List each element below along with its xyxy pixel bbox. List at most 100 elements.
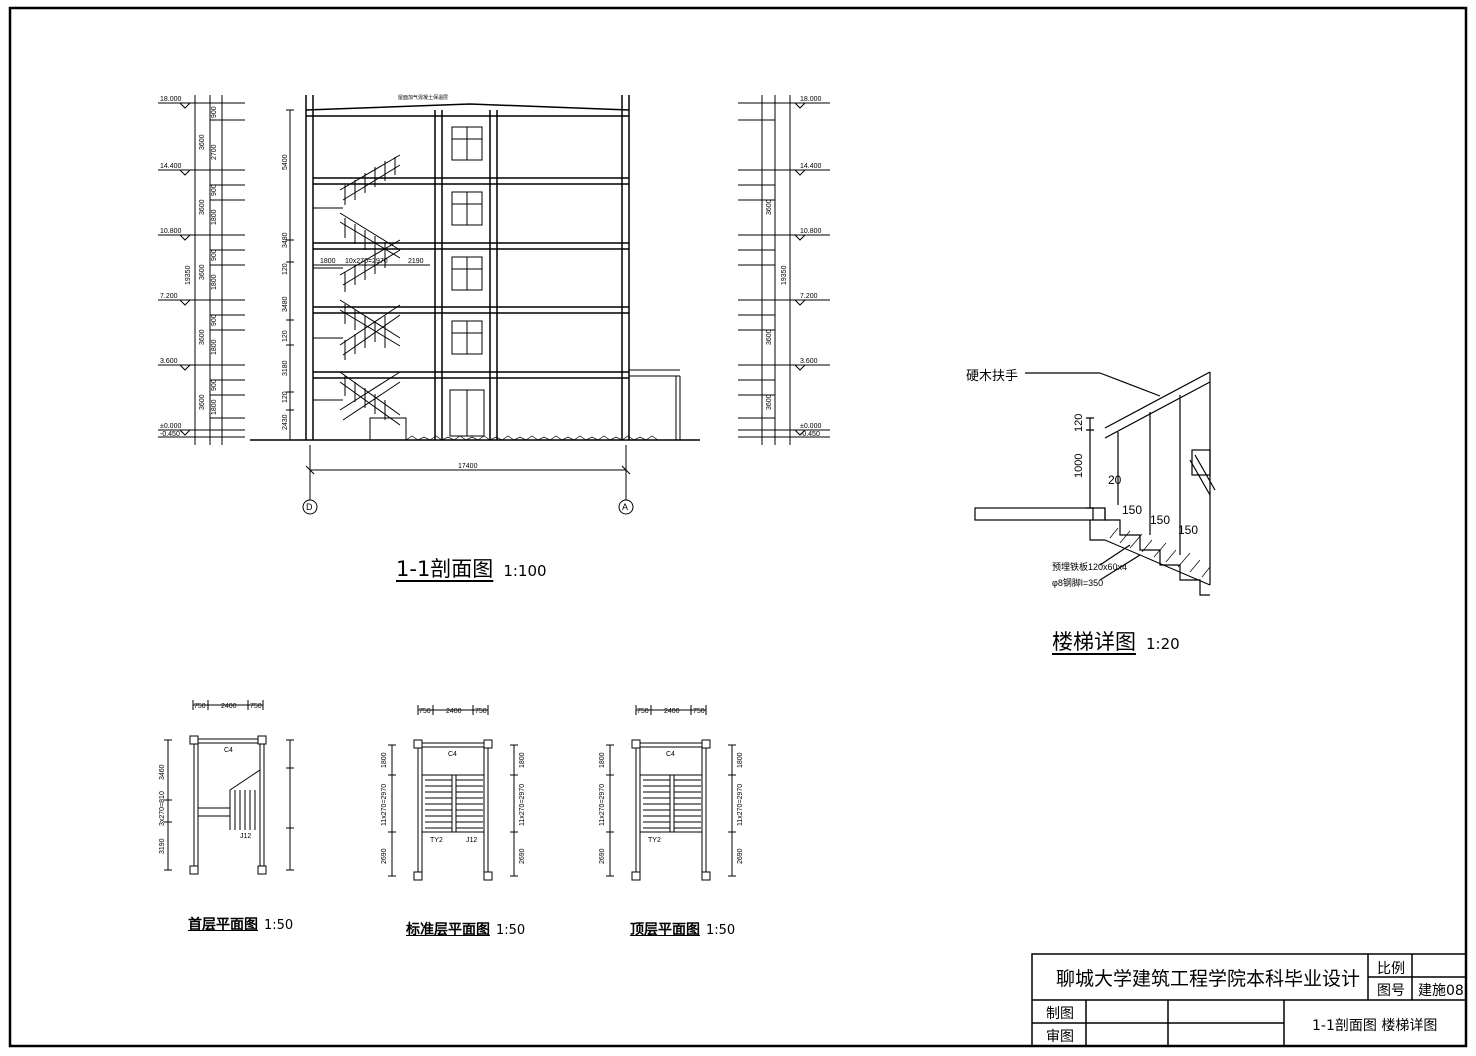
level-left-4: 7.200 bbox=[160, 293, 178, 300]
title-block-checked-label: 审图 bbox=[1046, 1029, 1074, 1045]
plan3-scale: 1:50 bbox=[706, 923, 736, 938]
plans bbox=[164, 700, 736, 881]
title-block-no: 建施08 bbox=[1418, 983, 1464, 999]
dim-left-inner-1: 900 bbox=[211, 106, 218, 118]
plan1-scale: 1:50 bbox=[264, 918, 294, 933]
plan2-stair-label: J12 bbox=[466, 837, 477, 844]
level-left-3: 10.800 bbox=[160, 228, 182, 235]
plan2-top-dim-1: 750 bbox=[419, 708, 431, 715]
dim-left-inner-7: 900 bbox=[211, 314, 218, 326]
left-level-scale bbox=[158, 95, 245, 445]
plan2-dim-right-2: 11x270=2970 bbox=[519, 784, 526, 826]
right-level-scale bbox=[738, 95, 830, 445]
stair-dim-v-7: 120 bbox=[282, 391, 289, 403]
section-stairs bbox=[313, 154, 407, 441]
stair-dim-v-8: 2430 bbox=[282, 414, 289, 430]
plan2-up-label: TY2 bbox=[430, 837, 443, 844]
plan2-title-text: 标准层平面图 bbox=[406, 922, 490, 938]
plan3-title: 顶层平面图 1:50 bbox=[630, 919, 735, 939]
title-block-drawn-label: 制图 bbox=[1046, 1006, 1074, 1022]
stair-dim-h-3: 2190 bbox=[408, 258, 424, 265]
dim-left-3600-3: 3600 bbox=[199, 264, 206, 280]
detail-scale: 1:20 bbox=[1146, 635, 1180, 653]
roof-note: 屋面加气混凝土保温层 bbox=[398, 94, 448, 101]
title-block-scale-label: 比例 bbox=[1377, 961, 1405, 977]
stair-dim-v-2: 3480 bbox=[282, 232, 289, 248]
dim-right-3600-3: 3600 bbox=[766, 394, 773, 410]
dim-left-inner-6: 1800 bbox=[211, 274, 218, 290]
plan3-top-dim-2: 2400 bbox=[664, 708, 680, 715]
plan3-window: C4 bbox=[666, 751, 675, 758]
plan3-title-text: 顶层平面图 bbox=[630, 922, 700, 938]
handrail-label: 硬木扶手 bbox=[966, 368, 1018, 383]
dim-left-inner-4: 1800 bbox=[211, 209, 218, 225]
detail-dim-1000: 1000 bbox=[1073, 454, 1085, 478]
level-right-7: -0.450 bbox=[800, 431, 820, 438]
dim-right-3600-1: 3600 bbox=[766, 199, 773, 215]
dim-left-3600-1: 3600 bbox=[199, 134, 206, 150]
plan1-dim-left-3: 3190 bbox=[159, 838, 166, 854]
plan1-window: C4 bbox=[224, 747, 233, 754]
stair-dim-v-3: 120 bbox=[282, 263, 289, 275]
plan1-dim-left-1: 3460 bbox=[159, 764, 166, 780]
plan3-top-dim-1: 750 bbox=[637, 708, 649, 715]
plan-labels: 750 2400 750 C4 3460 3x270=810 3190 J12 … bbox=[159, 703, 744, 864]
plan2-top-dim-2: 2400 bbox=[446, 708, 462, 715]
title-block-school: 聊城大学建筑工程学院本科毕业设计 bbox=[1056, 968, 1361, 990]
level-left-5: 3.600 bbox=[160, 358, 178, 365]
detail-dim-20: 20 bbox=[1108, 473, 1122, 487]
detail-note-2: φ8钢脚l=350 bbox=[1052, 577, 1103, 588]
plan-ground bbox=[164, 700, 294, 875]
dim-right-3600-2: 3600 bbox=[766, 329, 773, 345]
level-right-4: 7.200 bbox=[800, 293, 818, 300]
stair-dim-v-5: 120 bbox=[282, 330, 289, 342]
plan1-title: 首层平面图 1:50 bbox=[188, 914, 293, 934]
plan1-top-dim-1: 750 bbox=[194, 703, 206, 710]
plan1-stair-label: J12 bbox=[240, 833, 251, 840]
level-right-2: 14.400 bbox=[800, 163, 822, 170]
plan2-dim-right-1: 1800 bbox=[519, 752, 526, 768]
level-right-1: 18.000 bbox=[800, 96, 822, 103]
detail-dim-150-3: 150 bbox=[1178, 523, 1198, 537]
section-title: 1-1剖面图 1:100 bbox=[396, 553, 547, 583]
section-scale: 1:100 bbox=[503, 562, 547, 580]
level-right-3: 10.800 bbox=[800, 228, 822, 235]
plan1-top-dim-3: 750 bbox=[250, 703, 262, 710]
plan1-top-dim-2: 2400 bbox=[221, 703, 237, 710]
plan2-dim-left-3: 2690 bbox=[381, 848, 388, 864]
dim-left-inner-3: 900 bbox=[211, 184, 218, 196]
level-right-5: 3.600 bbox=[800, 358, 818, 365]
dim-left-inner-2: 2700 bbox=[211, 144, 218, 160]
ground-hatch bbox=[405, 435, 659, 441]
plan2-dim-left-2: 11x270=2970 bbox=[381, 784, 388, 826]
plan3-dim-right-2: 11x270=2970 bbox=[737, 784, 744, 826]
plan3-dim-right-3: 2690 bbox=[737, 848, 744, 864]
plan3-dim-left-2: 11x270=2970 bbox=[599, 784, 606, 826]
building-frame bbox=[250, 95, 700, 441]
total-height-left: 19350 bbox=[185, 265, 192, 285]
plan3-dim-left-3: 2690 bbox=[599, 848, 606, 864]
stair-dim-v-6: 3180 bbox=[282, 360, 289, 376]
plan1-title-text: 首层平面图 bbox=[188, 917, 258, 933]
stair-dim-h-2: 10x270=2970 bbox=[345, 258, 388, 265]
dim-left-3600-4: 3600 bbox=[199, 329, 206, 345]
stair-detail-labels: 硬木扶手 120 1000 20 150 150 150 预埋铁板120x60x… bbox=[966, 368, 1198, 588]
level-right-6: ±0.000 bbox=[800, 423, 821, 430]
level-left-1: 18.000 bbox=[160, 96, 182, 103]
title-block-frame bbox=[1031, 953, 1467, 1047]
section-drawing bbox=[158, 95, 830, 515]
dim-left-inner-5: 900 bbox=[211, 249, 218, 261]
total-width: 17400 bbox=[458, 463, 478, 470]
total-height-right: 19350 bbox=[781, 265, 788, 285]
dim-left-inner-9: 900 bbox=[211, 379, 218, 391]
plan2-window: C4 bbox=[448, 751, 457, 758]
title-block-no-label: 图号 bbox=[1377, 983, 1405, 999]
plan2-scale: 1:50 bbox=[496, 923, 526, 938]
section-canopy bbox=[629, 369, 681, 440]
detail-dim-120: 120 bbox=[1073, 414, 1085, 432]
section-title-text: 1-1剖面图 bbox=[396, 557, 494, 581]
detail-dim-150-1: 150 bbox=[1122, 503, 1142, 517]
section-labels: 18.000 14.400 10.800 7.200 3.600 ±0.000 … bbox=[160, 94, 822, 512]
